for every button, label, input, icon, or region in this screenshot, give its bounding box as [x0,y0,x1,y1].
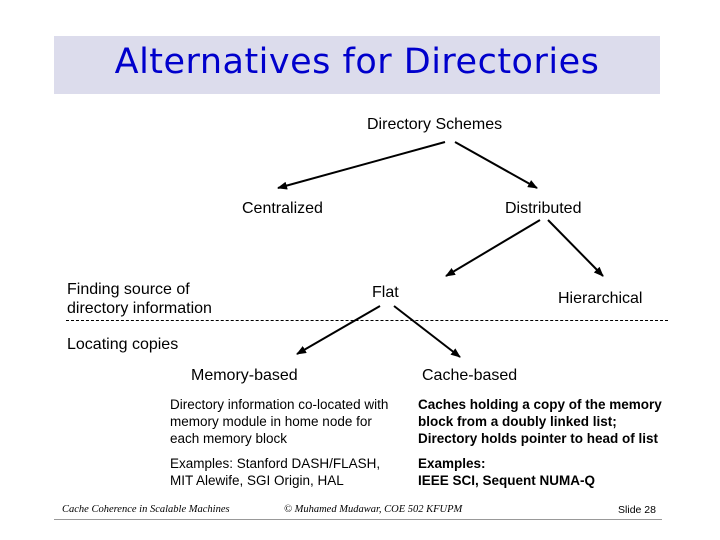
arrow-flat-to-memory [296,305,381,355]
memory-description-line: each memory block [170,431,288,446]
locating-copies-label: Locating copies [67,336,179,353]
arrow-flat-to-cache [393,305,461,358]
memory-examples-line: Examples: Stanford DASH/FLASH, [170,456,381,471]
footer-rule [54,519,662,520]
footer-copyright: © Muhamed Mudawar, COE 502 KFUPM [284,504,463,515]
flat-node: Flat [372,284,399,301]
arrow-root-to-distributed [454,141,538,189]
arrow-root-to-centralized [277,141,446,190]
root-node: Directory Schemes [367,116,503,133]
cache-description-line: block from a doubly linked list; [418,414,617,429]
divider-dashed [66,320,668,321]
memory-examples: Examples: Stanford DASH/FLASH, MIT Alewi… [170,455,380,489]
slide-footer: Cache Coherence in Scalable Machines © M… [54,504,662,520]
distributed-node: Distributed [505,200,582,217]
memory-description-line: Directory information co-located with [170,397,389,412]
slide-title: Alternatives for Directories [114,42,600,82]
footer-course-title: Cache Coherence in Scalable Machines [62,504,230,515]
cache-examples-line: IEEE SCI, Sequent NUMA-Q [418,473,596,488]
finding-source-label-line1: Finding source of [67,281,190,298]
arrow-distributed-to-hierarchical [547,219,604,277]
cache-examples-line: Examples: [418,456,486,471]
cache-description-line: Directory holds pointer to head of list [418,431,659,446]
memory-description: Directory information co-located with me… [170,396,388,447]
cache-description: Caches holding a copy of the memory bloc… [418,396,662,447]
arrow-distributed-to-flat [445,219,541,277]
title-bar: Alternatives for Directories [54,36,660,94]
centralized-node: Centralized [242,200,323,217]
cache-based-node: Cache-based [422,367,518,384]
memory-based-node: Memory-based [191,367,298,384]
cache-description-line: Caches holding a copy of the memory [418,397,662,412]
footer-slide-number: Slide 28 [618,504,656,516]
memory-description-line: memory module in home node for [170,414,372,429]
hierarchical-node: Hierarchical [558,290,643,307]
cache-examples: Examples: IEEE SCI, Sequent NUMA-Q [418,455,595,489]
finding-source-label-line2: directory information [67,300,212,317]
memory-examples-line: MIT Alewife, SGI Origin, HAL [170,473,344,488]
